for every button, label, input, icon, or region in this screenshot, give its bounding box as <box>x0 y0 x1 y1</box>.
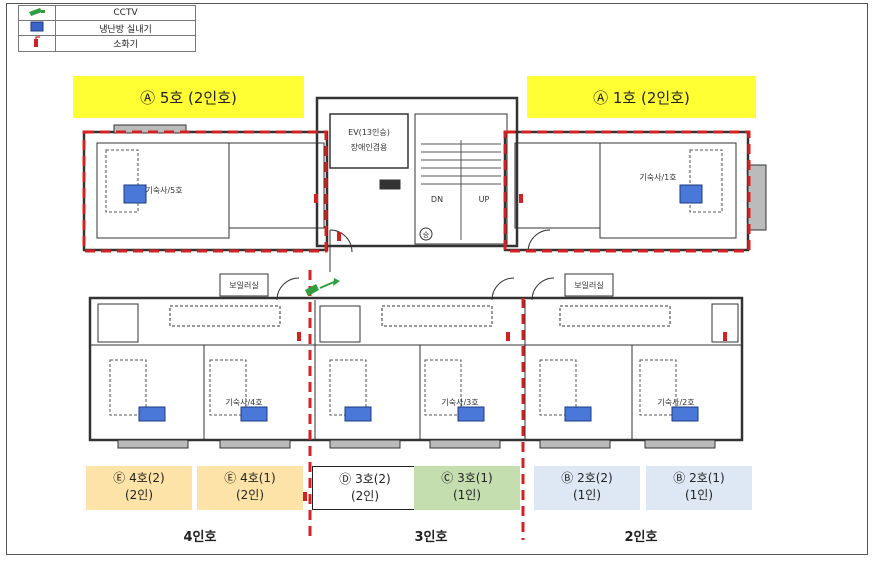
unit-box-2-1: Ⓑ 2호(1) (1인) <box>646 466 752 510</box>
ev-panel <box>379 179 401 190</box>
air-conditioner-icon <box>679 184 703 204</box>
fire-extinguisher-icon <box>337 232 341 241</box>
room-3-label: 기숙사/3호 <box>441 398 478 407</box>
boiler-room-left-label: 보일러실 <box>229 280 258 290</box>
header-unit-5: Ⓐ 5호 (2인호) <box>73 76 304 118</box>
unit-box-3-2: Ⓓ 3호(2) (2인) <box>312 466 418 510</box>
unit-3-2-line2: (2인) <box>350 489 380 503</box>
stair-up-label: UP <box>479 195 490 204</box>
header-unit-1: Ⓐ 1호 (2인호) <box>527 76 756 118</box>
unit-3-1-line1: Ⓒ 3호(1) <box>441 471 493 485</box>
unit-2-1-line1: Ⓑ 2호(1) <box>673 471 725 485</box>
unit-2-1-line2: (1인) <box>684 488 714 502</box>
ev-label-line1: EV(13인승) <box>348 127 390 137</box>
air-conditioner-icon <box>564 406 592 422</box>
fire-extinguisher-icon <box>519 194 523 203</box>
boiler-room-right <box>564 273 614 297</box>
lower-block-wall <box>88 296 744 442</box>
stair-dn-label: DN <box>431 195 443 204</box>
air-conditioner-icon <box>123 184 147 204</box>
room-2-label: 기숙사/2호 <box>657 398 694 407</box>
unit-box-4-2: Ⓔ 4호(2) (2인) <box>86 466 192 510</box>
fire-extinguisher-icon <box>723 332 727 341</box>
unit-4-2-line2: (2인) <box>124 488 154 502</box>
unit-2-2-line1: Ⓑ 2호(2) <box>561 471 613 485</box>
air-conditioner-icon <box>138 406 166 422</box>
room-1-outline <box>599 142 737 239</box>
room-1-label: 기숙사/1호 <box>639 173 676 182</box>
air-conditioner-icon <box>457 406 485 422</box>
cctv-icon <box>305 278 340 296</box>
room-5-label: 기숙사/5호 <box>145 186 182 195</box>
room-4-label: 기숙사/4호 <box>225 398 262 407</box>
unit-box-3-1: Ⓒ 3호(1) (1인) <box>414 466 520 510</box>
air-conditioner-icon <box>671 406 699 422</box>
unit-3-1-line2: (1인) <box>452 488 482 502</box>
unit-4-1-line1: Ⓔ 4호(1) <box>224 471 276 485</box>
fire-extinguisher-icon <box>506 332 510 341</box>
room-1-bath <box>514 142 601 229</box>
group-label-3: 3인호 <box>414 530 448 545</box>
zone-outline-unit-1 <box>503 130 751 253</box>
unit-2-2-line2: (1인) <box>572 488 602 502</box>
legend-row-ac: 냉난방 실내기 <box>18 20 196 36</box>
fire-extinguisher-icon <box>303 492 307 501</box>
fire-extinguisher-icon <box>297 332 301 341</box>
legend-table: CCTV 냉난방 실내기 소화기 <box>18 5 196 52</box>
unit-3-2-line1: Ⓓ 3호(2) <box>339 472 391 486</box>
boiler-room-left <box>219 273 269 297</box>
stair-box <box>414 113 508 245</box>
ev-badge-label: 승 <box>423 231 430 239</box>
fire-extinguisher-icon <box>314 194 318 203</box>
unit-4-1-line2: (2인) <box>235 488 265 502</box>
air-conditioner-icon <box>240 406 268 422</box>
group-label-4: 4인호 <box>183 530 217 545</box>
group-label-2: 2인호 <box>624 530 658 545</box>
header-unit-5-text: Ⓐ 5호 (2인호) <box>140 88 237 107</box>
ev-badge <box>419 227 433 241</box>
drawing-frame <box>6 3 868 555</box>
unit-box-2-2: Ⓑ 2호(2) (1인) <box>534 466 640 510</box>
zone-outline-unit-5 <box>82 130 328 253</box>
legend-row-extinguisher: 소화기 <box>18 35 196 52</box>
unit-4-2-line1: Ⓔ 4호(2) <box>113 471 165 485</box>
core-wall <box>315 96 519 248</box>
boiler-room-right-label: 보일러실 <box>574 280 603 290</box>
ev-label-line2: 장애인겸용 <box>351 142 388 152</box>
unit-box-4-1: Ⓔ 4호(1) (2인) <box>197 466 303 510</box>
window-right <box>747 164 767 231</box>
legend-label-extinguisher: 소화기 <box>55 35 196 52</box>
air-conditioner-icon <box>344 406 372 422</box>
elevator-box <box>329 113 409 169</box>
upper-left-block-wall <box>82 130 329 252</box>
room-5-bath <box>228 142 325 229</box>
header-unit-1-text: Ⓐ 1호 (2인호) <box>593 88 690 107</box>
